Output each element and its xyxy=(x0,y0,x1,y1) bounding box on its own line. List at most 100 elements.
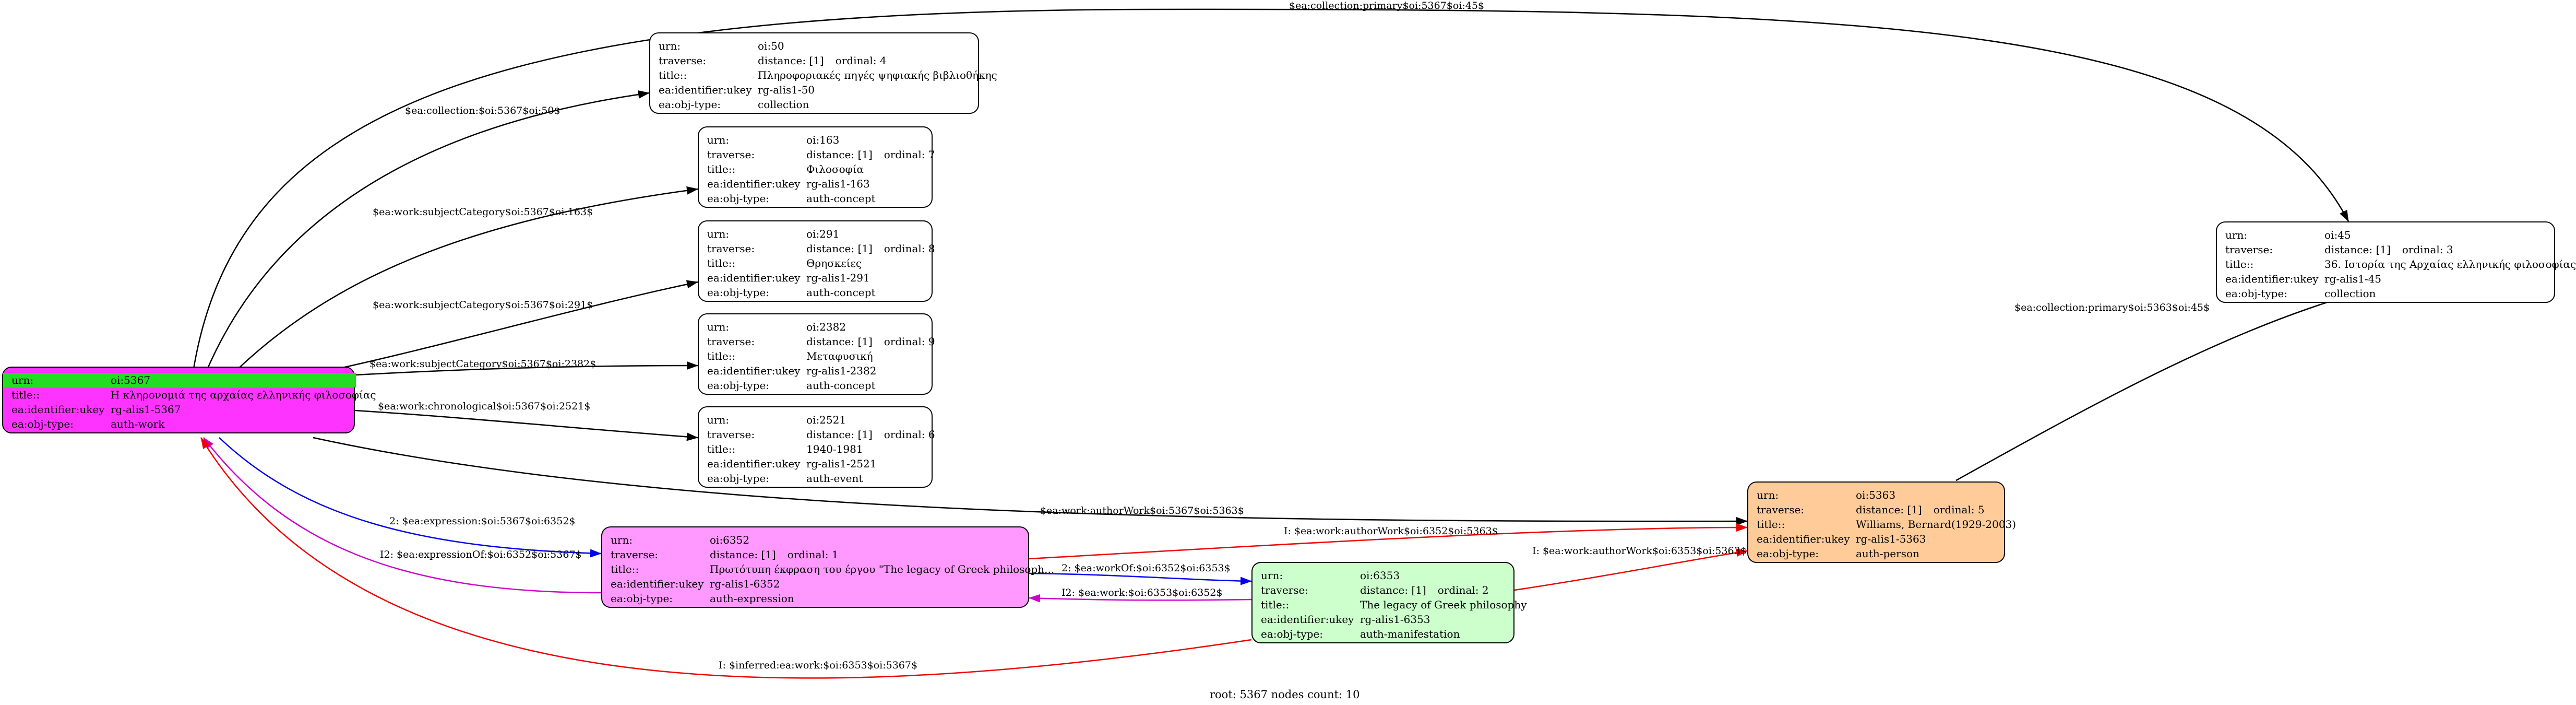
field-value: collection xyxy=(2324,287,2376,300)
field-key: ea:obj-type: xyxy=(1261,628,1323,640)
node-row-traverse: traverse:distance: [1]ordinal: 1 xyxy=(602,547,1028,562)
edge-authorwork-6352 xyxy=(1029,523,1748,560)
field-key: title:: xyxy=(707,163,736,175)
field-key: title:: xyxy=(707,350,736,362)
node-row-title: title::Θρησκείες xyxy=(699,256,932,271)
field-value: oi:6352 xyxy=(710,534,750,546)
node-2382[interactable]: urn: oi:2382 traverse:distance: [1]ordina… xyxy=(698,313,935,395)
field-key: urn: xyxy=(659,40,681,52)
node-6353[interactable]: urn:oi:6353 traverse:distance: [1]ordina… xyxy=(1251,562,1527,643)
field-value: oi:2382 xyxy=(806,321,846,333)
node-root-5367[interactable]: urn:oi:5367 title::Η κληρονομιά της αρχα… xyxy=(2,367,376,433)
field-value: oi:5367 xyxy=(111,373,356,387)
field-value: distance: [1] xyxy=(1856,503,1922,516)
field-key: ea:obj-type: xyxy=(707,379,770,392)
field-value: rg-alis1-5363 xyxy=(1856,533,1926,545)
field-key: urn: xyxy=(707,321,730,333)
edge-label-expression-of: I2: $ea:expressionOf:$oi:6352$oi:5367$ xyxy=(380,549,582,560)
field-value: Πληροφοριακές πηγές ψηφιακής βιβλιοθήκης xyxy=(758,69,997,81)
edge-label-collection-primary-45: $ea:collection:primary$oi:5367$oi:45$ xyxy=(1289,0,1484,11)
node-row-urn: urn:oi:5367 xyxy=(3,373,356,387)
field-value: Πρωτότυπη έκφραση του έργου "The legacy … xyxy=(710,563,1055,575)
node-row-traverse: traverse:distance: [1]ordinal: 9 xyxy=(699,334,935,349)
field-value: Μεταφυσική xyxy=(806,350,873,362)
field-value: Williams, Bernard(1929-2003) xyxy=(1856,518,2017,531)
node-row-urn: urn: oi:6353 xyxy=(1253,568,1513,583)
field-key: urn: xyxy=(611,534,633,546)
field-value: distance: [1] xyxy=(758,54,824,67)
node-45[interactable]: urn:oi:45 traverse:distance: [1]ordinal:… xyxy=(2216,221,2576,303)
node-row-type: ea:obj-type: auth-manifestation xyxy=(1253,627,1513,641)
field-value: auth-work xyxy=(111,418,165,430)
field-key: traverse: xyxy=(1261,584,1309,596)
field-key: ea:obj-type: xyxy=(1757,547,1819,560)
node-row-title: title::Πληροφοριακές πηγές ψηφιακής βιβλ… xyxy=(650,68,997,83)
field-key: traverse: xyxy=(1757,503,1805,516)
field-value: distance: [1] xyxy=(710,548,776,561)
edge-label-subject-2382: $ea:work:subjectCategory$oi:5367$oi:2382… xyxy=(369,358,596,370)
field-value: oi:6353 xyxy=(1360,569,1400,582)
field-ordinal: ordinal: 6 xyxy=(884,428,935,441)
edge-expression-of xyxy=(203,437,602,594)
node-row-traverse: traverse:distance: [1]ordinal: 3 xyxy=(2217,242,2554,257)
field-key: ea:obj-type: xyxy=(707,286,770,299)
edge-authorwork-5363 xyxy=(313,437,1748,526)
field-value: distance: [1] xyxy=(806,148,873,161)
field-value: 1940-1981 xyxy=(806,443,863,455)
field-key: ea:identifier:ukey xyxy=(11,403,105,416)
node-row-traverse: traverse:distance: [1]ordinal: 5 xyxy=(1748,502,2004,517)
field-key: ea:obj-type: xyxy=(611,592,673,605)
field-value: distance: [1] xyxy=(2324,243,2391,256)
node-row-title: title::36. Ιστορία της Αρχαίας ελληνικής… xyxy=(2217,257,2576,272)
node-291[interactable]: urn:oi:291 traverse:distance: [1]ordinal… xyxy=(698,220,935,302)
node-row-title: title::The legacy of Greek philosophy xyxy=(1253,597,1527,612)
field-value: auth-expression xyxy=(710,592,794,605)
node-5363[interactable]: urn:oi:5363 traverse:distance: [1]ordina… xyxy=(1747,481,2016,563)
node-row-title: title::Μεταφυσική xyxy=(699,349,932,363)
field-value: rg-alis1-163 xyxy=(806,178,870,190)
field-value: Φιλοσοφία xyxy=(806,163,864,175)
edge-label-inferred-work: I: $inferred:ea:work:$oi:6353$oi:5367$ xyxy=(719,660,917,671)
node-2521[interactable]: urn:oi:2521 traverse:distance: [1]ordina… xyxy=(698,406,935,488)
node-6352[interactable]: urn: oi:6352 traverse:distance: [1]ordina… xyxy=(601,526,1054,608)
edge-authorwork-6353 xyxy=(1514,548,1748,591)
field-ordinal: ordinal: 7 xyxy=(884,148,935,161)
node-row-title: title::Η κληρονομιά της αρχαίας ελληνική… xyxy=(3,387,376,402)
field-key: ea:identifier:ukey xyxy=(707,457,801,470)
node-row-urn: urn:oi:291 xyxy=(699,227,932,241)
field-key: traverse: xyxy=(707,148,755,161)
field-value: auth-manifestation xyxy=(1360,628,1460,640)
field-key: urn: xyxy=(1261,569,1283,582)
node-row-urn: urn: oi:6352 xyxy=(602,533,1028,547)
node-row-type: ea:obj-type:collection xyxy=(2217,286,2554,301)
edge-subject-291 xyxy=(323,280,698,373)
field-value: auth-person xyxy=(1856,547,1919,560)
node-row-title: title::Πρωτότυπη έκφραση του έργου "The … xyxy=(602,562,1054,577)
edge-collection-50 xyxy=(205,90,650,372)
field-key: ea:identifier:ukey xyxy=(707,272,801,284)
node-163[interactable]: urn:oi:163 traverse: distance: [1] ordinal… xyxy=(698,126,935,208)
node-50[interactable]: urn:oi:50 traverse:distance: [1]ordinal:… xyxy=(649,32,997,114)
node-row-type: ea:obj-type:auth-concept xyxy=(699,191,932,206)
field-ordinal: ordinal: 2 xyxy=(1437,584,1489,596)
field-value: distance: [1] xyxy=(806,242,873,255)
field-value: rg-alis1-5367 xyxy=(111,403,181,416)
node-row-urn: urn: oi:2382 xyxy=(699,320,932,334)
edge-work xyxy=(1029,594,1252,603)
edge-label-authorwork-6352: I: $ea:work:authorWork$oi:6352$oi:5363$ xyxy=(1284,525,1498,537)
field-key: title:: xyxy=(11,389,40,401)
field-value: Θρησκείες xyxy=(806,257,862,269)
field-value: oi:163 xyxy=(806,134,840,146)
field-key: ea:identifier:ukey xyxy=(659,84,752,96)
field-key: ea:obj-type: xyxy=(707,192,770,205)
field-value: rg-alis1-45 xyxy=(2324,273,2382,285)
field-key: urn: xyxy=(3,373,111,387)
field-key: traverse: xyxy=(2225,243,2273,256)
node-row-urn: urn:oi:50 xyxy=(650,39,978,53)
edge-subject-163 xyxy=(234,186,698,372)
node-row-urn: urn:oi:163 xyxy=(699,133,932,147)
edge-subject-2382 xyxy=(354,361,698,376)
